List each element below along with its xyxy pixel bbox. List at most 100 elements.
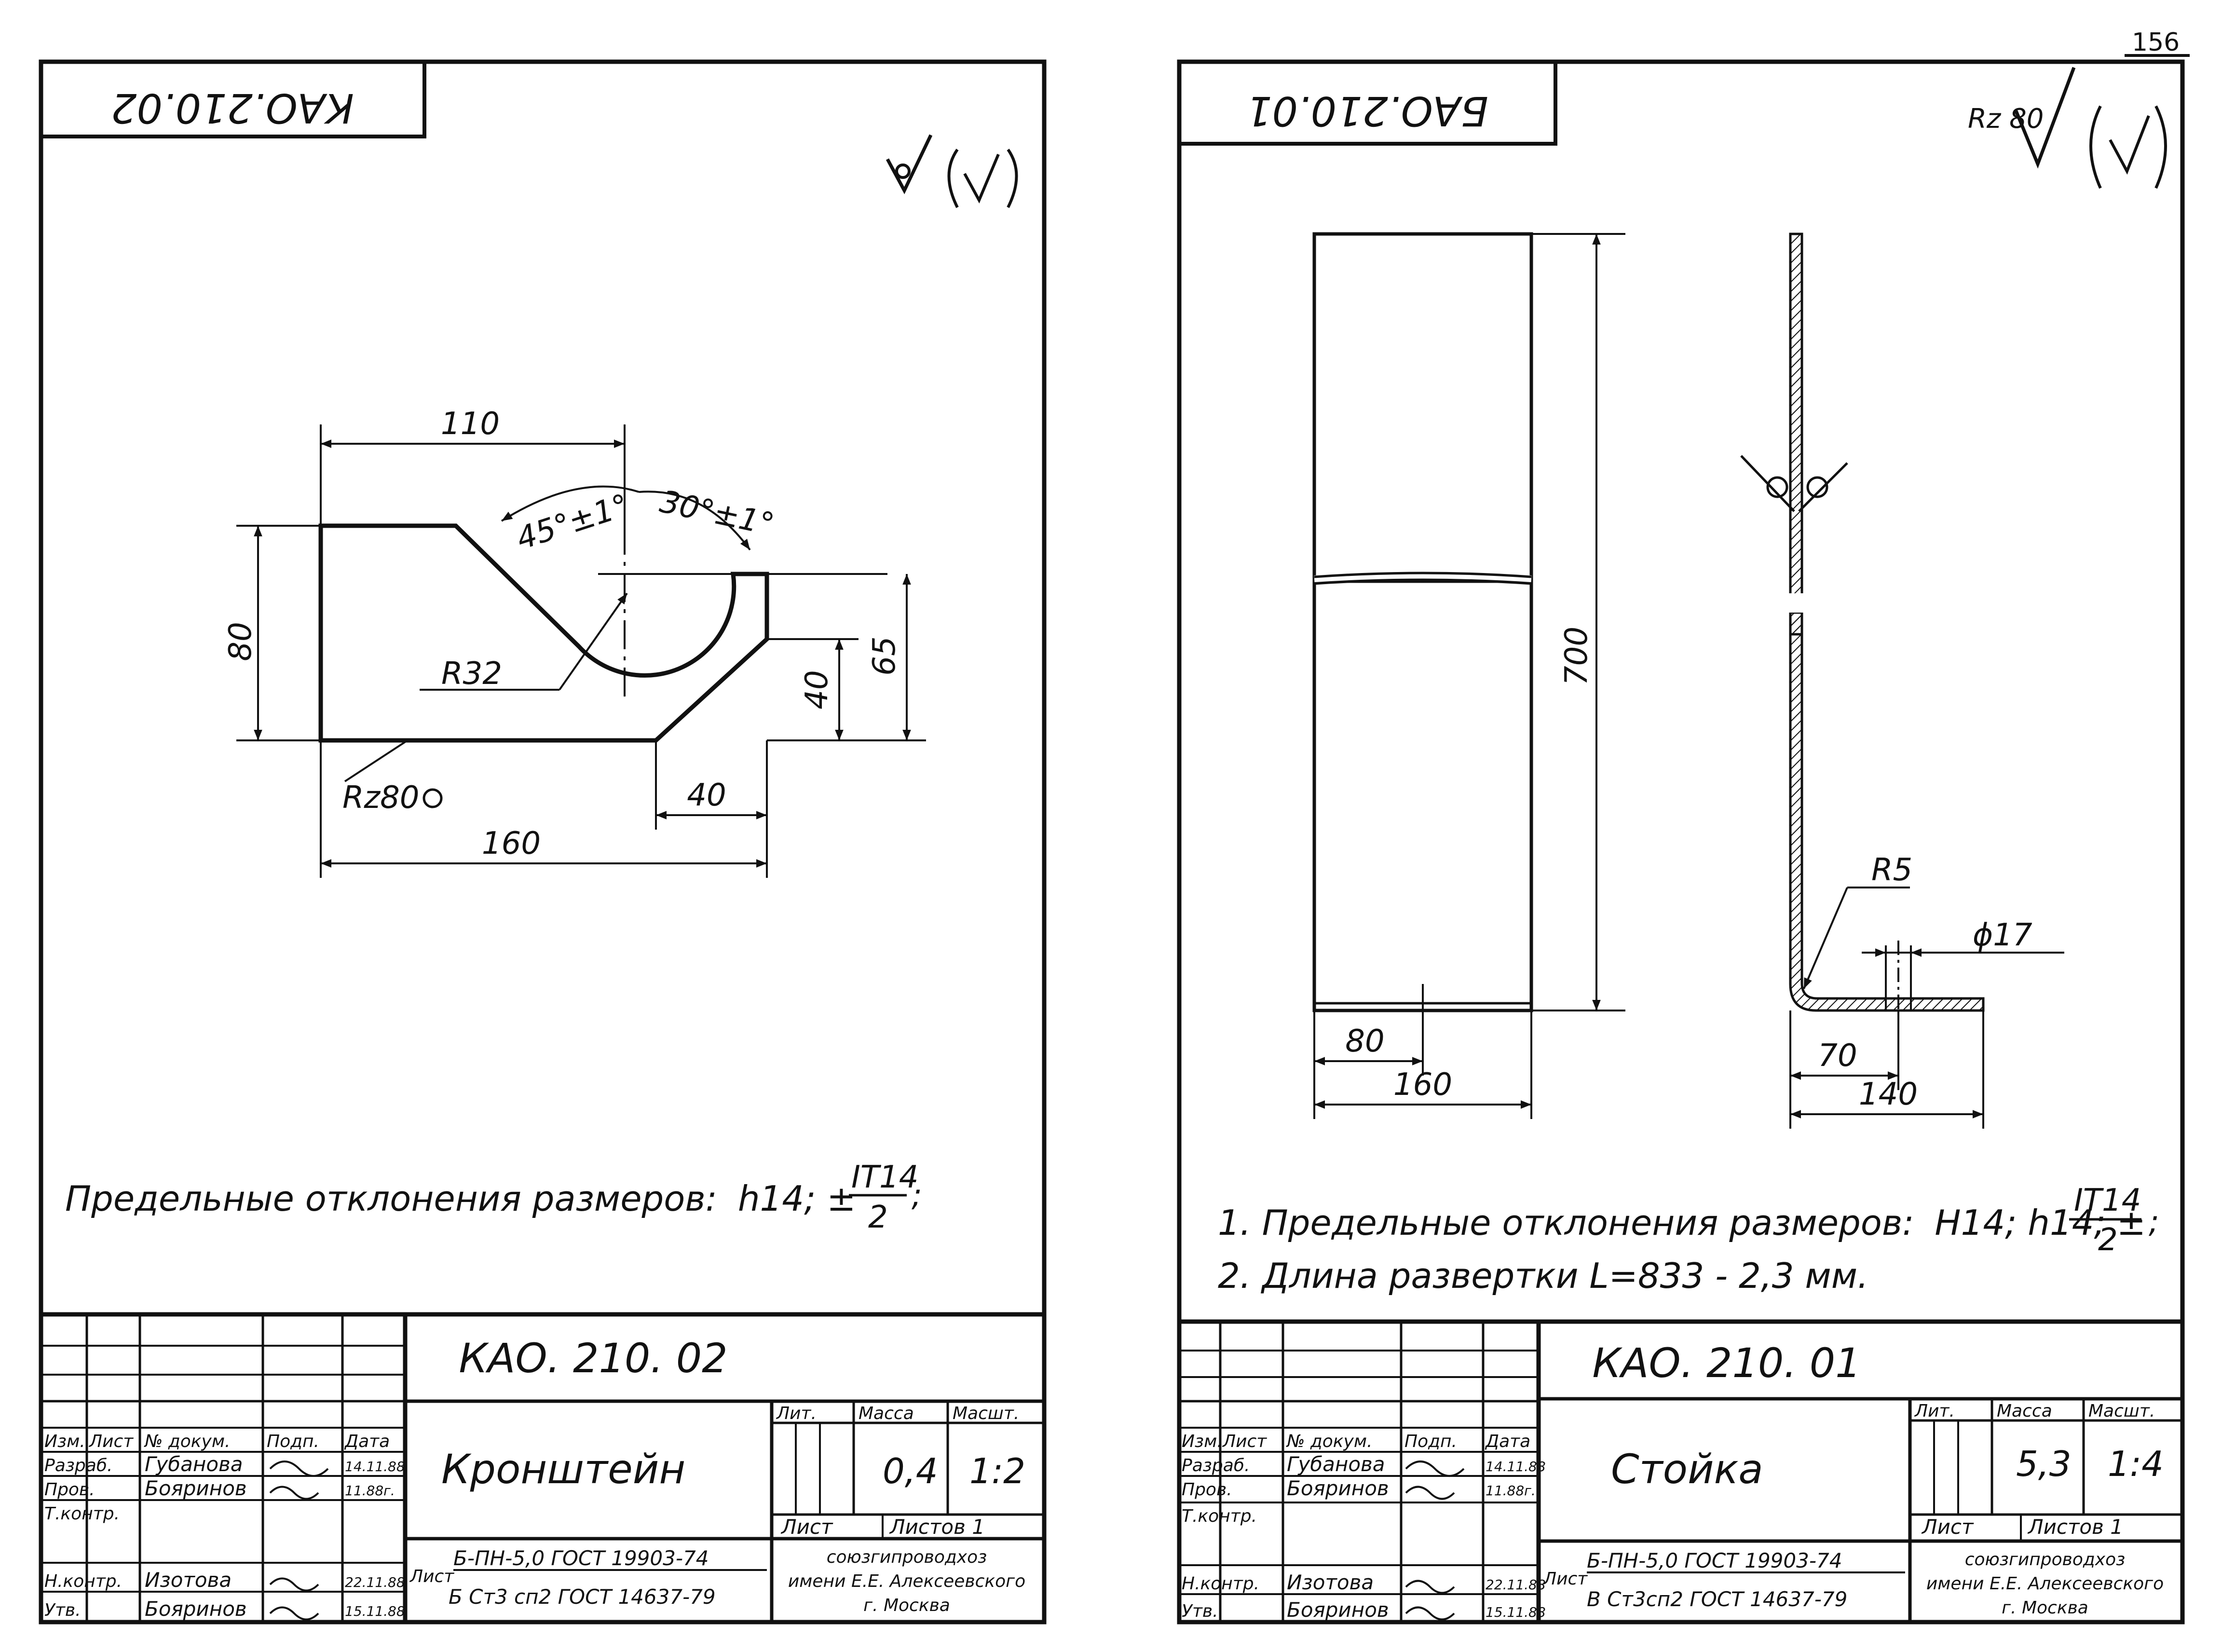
tb-left-role-1: Пров. bbox=[44, 1480, 95, 1500]
flatness-symbol-icon bbox=[1740, 455, 1848, 512]
dim-110-label: 110 bbox=[441, 406, 500, 442]
tb-right-name: Стойка bbox=[1611, 1446, 1763, 1493]
r32-label: R32 bbox=[441, 656, 502, 692]
phi17-label: ϕ17 bbox=[1973, 917, 2032, 953]
tb-left-code: КАО. 210. 02 bbox=[459, 1335, 727, 1382]
tb-right-lit: Лит. bbox=[1914, 1401, 1955, 1421]
dim-b40-label: 40 bbox=[687, 778, 726, 813]
tb-left-lit: Лит. bbox=[776, 1404, 817, 1423]
dim-r160-label: 160 bbox=[1393, 1067, 1452, 1103]
tb-left-date-1: 11.88г. bbox=[345, 1483, 395, 1499]
dim-65-label: 65 bbox=[867, 636, 902, 675]
angle-30-label: 30°±1° bbox=[657, 484, 777, 543]
tb-left-org3: г. Москва bbox=[863, 1596, 950, 1615]
right-sheet-frame bbox=[1177, 59, 2185, 1625]
left-sheet: КАО.210.02 110 45°±1° 30°±1° R32 bbox=[39, 59, 1047, 1625]
tb-left-role-4: Утв. bbox=[44, 1600, 81, 1620]
tb-right-name-1: Бояринов bbox=[1287, 1476, 1389, 1500]
tb-right-mass: 5,3 bbox=[2016, 1444, 2072, 1484]
tb-right-sheets: Листов 1 bbox=[2027, 1515, 2123, 1539]
tb-right-date-0: 14.11.88 bbox=[1486, 1459, 1546, 1475]
dim-40-label: 40 bbox=[799, 670, 835, 709]
page-number: 156 bbox=[2132, 28, 2180, 57]
tb-right-org1: союзгипроводхоз bbox=[1965, 1550, 2126, 1570]
tb-left-mat2: Б Ст3 сп2 ГОСТ 14637-79 bbox=[449, 1585, 716, 1609]
rz80-label: Rz80 bbox=[342, 780, 420, 816]
signature-icon bbox=[269, 1486, 319, 1500]
right-title-block: Изм. Лист № докум. Подп. Дата Разраб. Гу… bbox=[1179, 1319, 2182, 1622]
dim-140-label: 140 bbox=[1859, 1077, 1918, 1112]
tb-right-code: КАО. 210. 01 bbox=[1592, 1339, 1861, 1387]
tb-left-org2: имени Е.Е. Алексеевского bbox=[788, 1571, 1025, 1591]
tb-right-name-4: Бояринов bbox=[1287, 1598, 1389, 1622]
bracket-outline bbox=[318, 523, 769, 743]
r32-leader-diag bbox=[559, 592, 628, 691]
left-note-den: 2 bbox=[868, 1200, 888, 1235]
tb-left-mat-prefix: Лист bbox=[409, 1567, 454, 1586]
tb-left-name: Кронштейн bbox=[441, 1446, 685, 1493]
tb-left-date-4: 15.11.88 bbox=[345, 1603, 405, 1619]
tb-left-role-2: Т.контр. bbox=[44, 1504, 120, 1524]
tb-left-name-4: Бояринов bbox=[145, 1597, 247, 1621]
tb-left-date-3: 22.11.88 bbox=[345, 1574, 405, 1590]
roughness-mark-icon bbox=[886, 134, 1018, 208]
tb-right-role-1: Пров. bbox=[1182, 1480, 1232, 1500]
tb-right-mat1: Б-ПН-5,0 ГОСТ 19903-74 bbox=[1587, 1549, 1842, 1572]
angle-arc-45 bbox=[501, 485, 640, 522]
tb-right-name-3: Изотова bbox=[1287, 1570, 1374, 1594]
tb-right-date-4: 15.11.88 bbox=[1486, 1604, 1546, 1620]
tb-right-org2: имени Е.Е. Алексеевского bbox=[1926, 1574, 2164, 1594]
dim-160-label: 160 bbox=[482, 826, 541, 861]
post-front-top bbox=[1312, 232, 1533, 581]
tb-left-mass: 0,4 bbox=[883, 1451, 938, 1491]
signature-icon bbox=[1405, 1606, 1455, 1621]
r5-leader-diag bbox=[1803, 887, 1848, 989]
dim-80-label: 80 bbox=[223, 622, 259, 661]
tb-right-name-0: Губанова bbox=[1287, 1452, 1385, 1476]
dim-r80-label: 80 bbox=[1345, 1024, 1384, 1059]
roughness-mark-icon: Rz 80 bbox=[1968, 67, 2167, 189]
break-line-top bbox=[1314, 572, 1532, 582]
tb-left-scale: 1:2 bbox=[969, 1451, 1025, 1491]
dim-70-label: 70 bbox=[1818, 1038, 1857, 1074]
left-code-box bbox=[39, 60, 426, 138]
left-note: Предельные отклонения размеров: h14; ± bbox=[65, 1178, 856, 1219]
tb-left-h-doc: № докум. bbox=[144, 1432, 230, 1451]
left-note-suffix: ; bbox=[912, 1178, 922, 1214]
right-note-2: 2. Длина развертки L=833 - 2,3 мм. bbox=[1218, 1256, 1868, 1296]
tb-right-org3: г. Москва bbox=[2002, 1598, 2088, 1618]
right-note-1: 1. Предельные отклонения размеров: H14; … bbox=[1218, 1202, 2146, 1243]
tb-right-scale-label: Масшт. bbox=[2088, 1401, 2155, 1421]
left-note-num: IT14 bbox=[851, 1160, 918, 1195]
tb-right-h-sign: Подп. bbox=[1404, 1432, 1457, 1451]
tb-left-sheets: Листов 1 bbox=[889, 1515, 985, 1539]
tb-left-org1: союзгипроводхоз bbox=[827, 1547, 987, 1567]
tb-right-mass-label: Масса bbox=[1997, 1401, 2052, 1421]
right-sheet: БАО.210.01 Rz 80 700 80 160 bbox=[1177, 59, 2185, 1625]
tb-right-role-4: Утв. bbox=[1182, 1601, 1218, 1621]
right-note-suffix: ; bbox=[2149, 1204, 2159, 1240]
tb-left-date-0: 14.11.88 bbox=[345, 1459, 405, 1475]
left-code-rotated: КАО.210.02 bbox=[111, 84, 354, 132]
tb-right-h-date: Дата bbox=[1485, 1432, 1530, 1451]
tb-right-mat-prefix: Лист bbox=[1542, 1569, 1588, 1589]
tb-right-date-3: 22.11.88 bbox=[1486, 1577, 1546, 1593]
tb-left-scale-label: Масшт. bbox=[953, 1404, 1019, 1423]
signature-icon bbox=[1405, 1486, 1455, 1500]
right-code-box bbox=[1177, 60, 1557, 146]
right-code-rotated: БАО.210.01 bbox=[1246, 87, 1488, 135]
rz-circle-icon bbox=[423, 788, 443, 808]
dim-700-label: 700 bbox=[1559, 627, 1595, 685]
tb-right-role-0: Разраб. bbox=[1182, 1456, 1250, 1475]
signature-icon bbox=[269, 1606, 319, 1621]
tb-left-h-sign: Подп. bbox=[267, 1432, 319, 1451]
signature-icon bbox=[269, 1461, 329, 1477]
tb-left-role-3: Н.контр. bbox=[44, 1571, 122, 1591]
tb-right-date-1: 11.88г. bbox=[1486, 1483, 1536, 1499]
signature-icon bbox=[269, 1577, 319, 1592]
left-title-block: Изм. Лист № докум. Подп. Дата Разраб. Гу… bbox=[41, 1312, 1044, 1622]
angle-arc-30 bbox=[639, 491, 751, 551]
post-side-top bbox=[1789, 232, 1803, 636]
tb-left-name-3: Изотова bbox=[145, 1568, 232, 1592]
